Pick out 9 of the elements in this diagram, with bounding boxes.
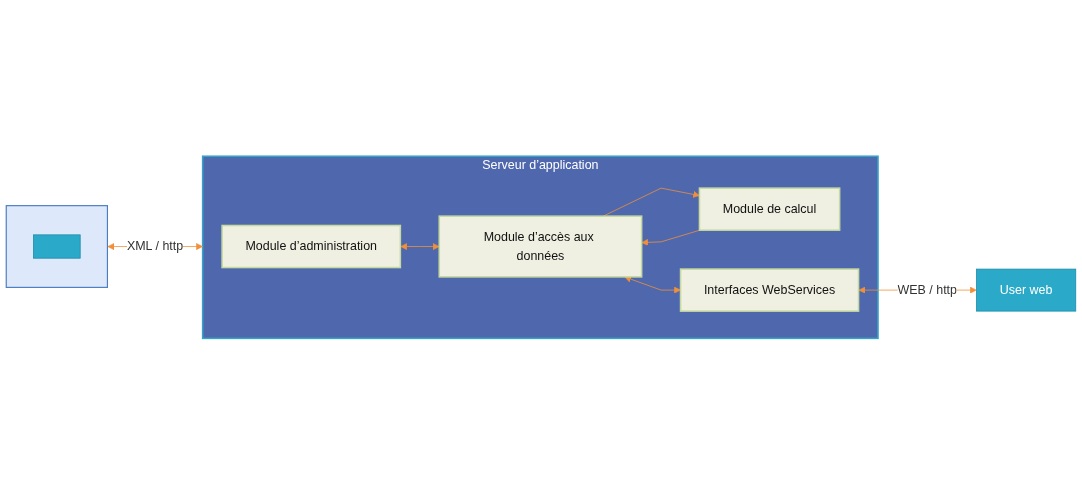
node-box [33,234,81,259]
edge-label: WEB / http [897,282,957,297]
node-box: Module d’administration [221,224,402,268]
node-box: Module d’accès aux données [438,215,643,278]
node-box: Module de calcul [698,187,841,231]
node-box: User web [976,268,1077,312]
cluster [5,204,108,288]
edge-label: XML / http [126,239,184,253]
node-box: Interfaces WebServices [679,268,860,312]
